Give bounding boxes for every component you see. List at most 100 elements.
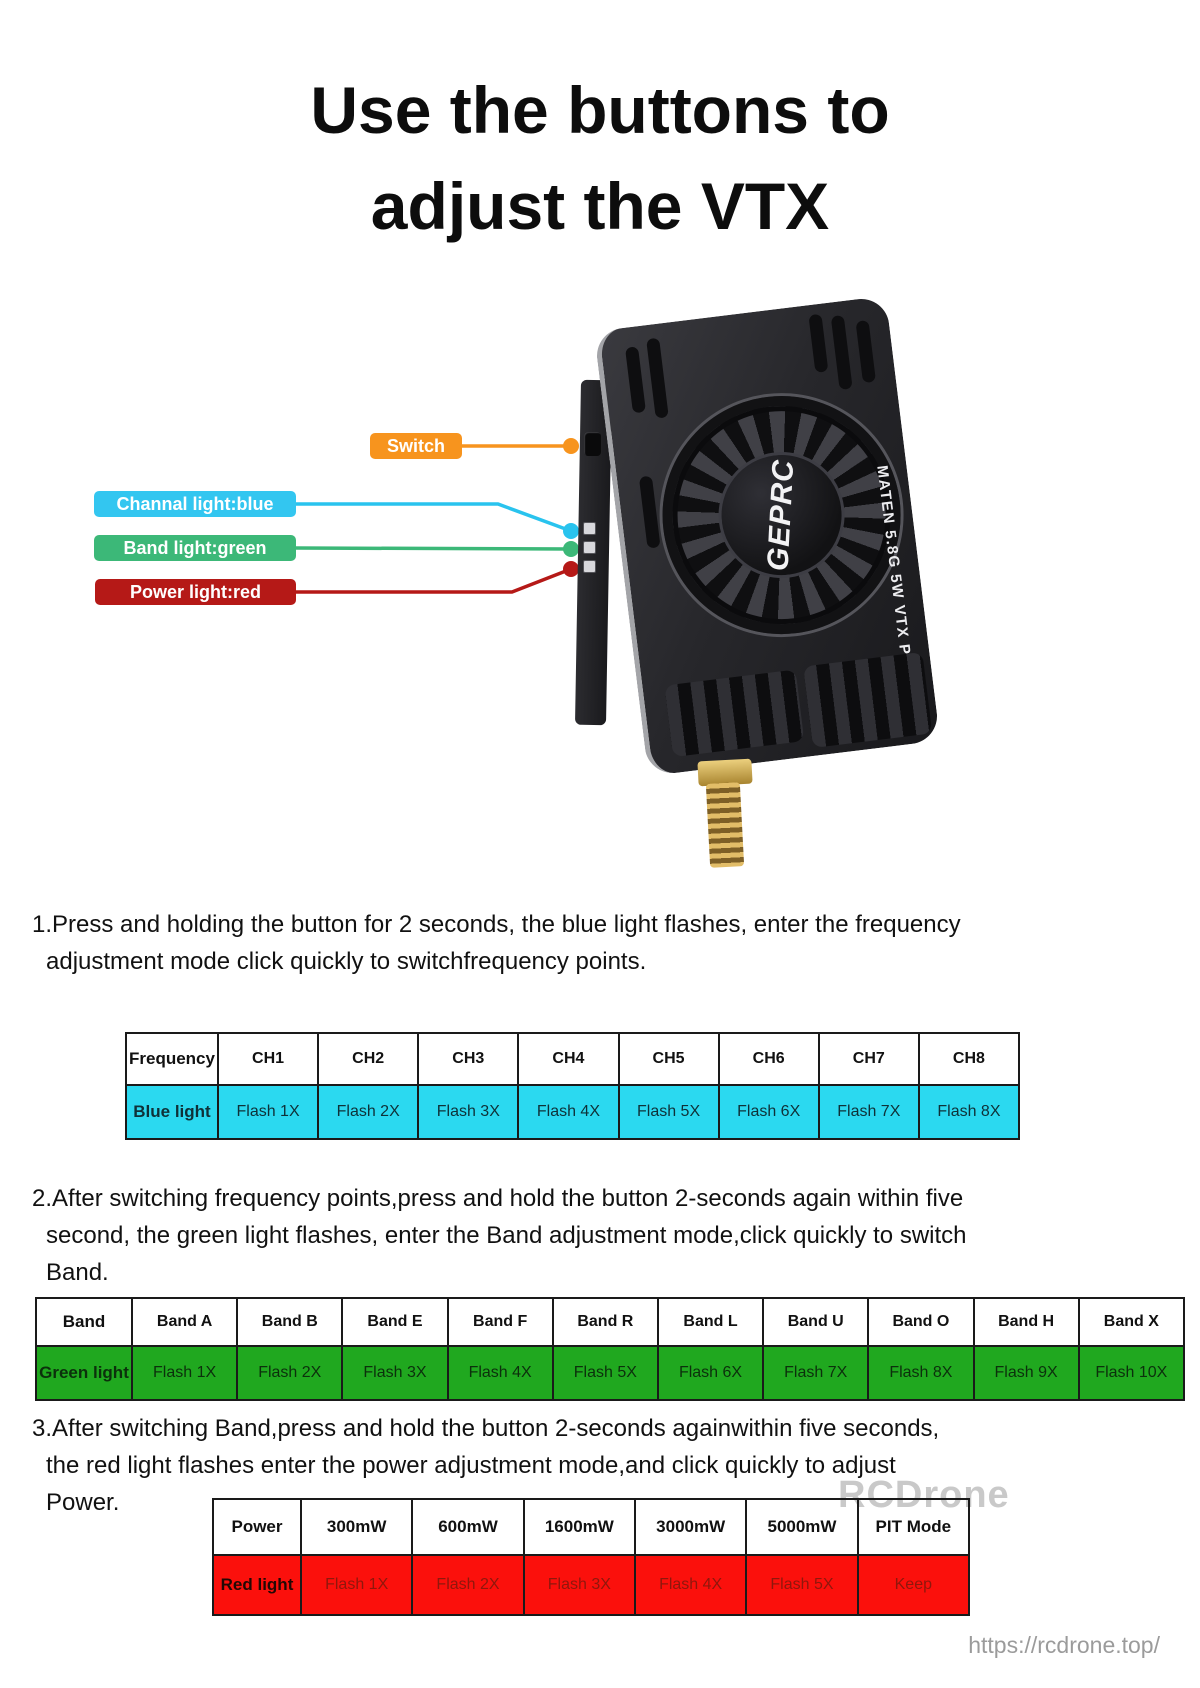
- table-cell: PIT Mode: [856, 1498, 971, 1556]
- table-cell: CH2: [317, 1032, 420, 1086]
- heatsink-slot: [646, 337, 669, 419]
- power-leader-line: [296, 567, 572, 594]
- table-cell: 3000mW: [633, 1498, 748, 1556]
- callout-switch: Switch: [370, 433, 462, 459]
- table-cell: Flash 5X: [745, 1554, 859, 1616]
- callout-power-light: Power light:red: [95, 579, 296, 605]
- table-cell: Band H: [972, 1297, 1080, 1347]
- table-cell: Flash 9X: [972, 1345, 1080, 1401]
- table-cell: CH6: [717, 1032, 820, 1086]
- table-cell: Flash 8X: [867, 1345, 975, 1401]
- table-cell: Flash 8X: [917, 1084, 1021, 1140]
- table-cell: CH3: [417, 1032, 520, 1086]
- table-cell: Flash 5X: [551, 1345, 659, 1401]
- channel-dot: [563, 523, 579, 539]
- heatsink-slot: [830, 315, 853, 391]
- device-switch: [584, 432, 601, 456]
- table-cell: Band X: [1077, 1297, 1186, 1347]
- channel-leader-line: [296, 502, 572, 533]
- table-cell: Flash 2X: [236, 1345, 344, 1401]
- power-dot: [563, 561, 579, 577]
- table-cell: Flash 7X: [817, 1084, 920, 1140]
- table-cell: 600mW: [411, 1498, 525, 1556]
- table-cell: Flash 6X: [717, 1084, 820, 1140]
- table-cell: Flash 3X: [341, 1345, 449, 1401]
- table-cell: Band F: [446, 1297, 554, 1347]
- table-cell: Flash 3X: [417, 1084, 520, 1140]
- band-leader-line: [295, 546, 572, 551]
- table-cell: Band E: [341, 1297, 449, 1347]
- table-cell: Band L: [656, 1297, 765, 1347]
- channel-led: [583, 522, 596, 535]
- footer-url: https://rcdrone.top/: [968, 1632, 1160, 1658]
- band-dot: [563, 541, 579, 557]
- heatsink-slot: [808, 313, 829, 373]
- switch-dot: [563, 438, 579, 454]
- row-label-cell: Red light: [212, 1554, 302, 1616]
- fan-hub: GEPRC: [711, 444, 852, 586]
- table-cell: Flash 10X: [1077, 1345, 1186, 1401]
- table-cell: Flash 4X: [517, 1084, 620, 1140]
- table-cell: Band B: [236, 1297, 344, 1347]
- table-cell: Flash 1X: [299, 1554, 414, 1616]
- table-cell: Flash 7X: [762, 1345, 870, 1401]
- table-cell: CH5: [617, 1032, 720, 1086]
- table-cell: Band R: [551, 1297, 659, 1347]
- table-cell: Flash 2X: [317, 1084, 420, 1140]
- callout-leader-lines: [295, 438, 579, 594]
- table-cell: 1600mW: [522, 1498, 636, 1556]
- instruction-step-3: 3.After switching Band,press and hold th…: [32, 1415, 940, 1516]
- power-led: [583, 560, 596, 573]
- callout-channel-light: Channal light:blue: [94, 491, 296, 517]
- table-cell: Keep: [856, 1554, 971, 1616]
- table-cell: Band A: [130, 1297, 239, 1347]
- table-cell: CH8: [917, 1032, 1021, 1086]
- instruction-step-1: 1.Press and holding the button for 2 sec…: [32, 911, 961, 975]
- table-cell: Flash 3X: [522, 1554, 636, 1616]
- table-cell: Flash 1X: [130, 1345, 239, 1401]
- band-led: [583, 541, 596, 554]
- table-cell: Flash 5X: [617, 1084, 720, 1140]
- heatsink-slot: [625, 346, 646, 414]
- vtx-device-image: GEPRC MATEN 5.8G 5W VTX PRO: [520, 295, 960, 875]
- heatsink-fins: [803, 651, 933, 748]
- instruction-step-2: 2.After switching frequency points,press…: [32, 1185, 967, 1286]
- row-label-cell: Blue light: [125, 1084, 219, 1140]
- cooling-fan: GEPRC: [648, 382, 915, 648]
- table-cell: Flash 4X: [446, 1345, 554, 1401]
- row-label-cell: Power: [212, 1498, 302, 1556]
- table-cell: Band O: [867, 1297, 975, 1347]
- table-cell: Flash 1X: [216, 1084, 320, 1140]
- device-body: GEPRC MATEN 5.8G 5W VTX PRO: [593, 295, 941, 777]
- title-line-2: adjust the VTX: [370, 169, 830, 243]
- sma-connector-thread: [705, 782, 745, 868]
- table-cell: 300mW: [299, 1498, 414, 1556]
- brand-logo: GEPRC: [761, 458, 801, 572]
- heatsink-slot: [638, 475, 661, 549]
- table-cell: 5000mW: [745, 1498, 859, 1556]
- table-cell: CH1: [216, 1032, 320, 1086]
- row-label-cell: Green light: [35, 1345, 133, 1401]
- heatsink-fins: [664, 669, 805, 758]
- table-cell: Flash 4X: [633, 1554, 748, 1616]
- table-cell: CH4: [517, 1032, 620, 1086]
- table-cell: Flash 6X: [656, 1345, 765, 1401]
- row-label-cell: Frequency: [125, 1032, 219, 1086]
- title-line-1: Use the buttons to: [310, 73, 890, 147]
- row-label-cell: Band: [35, 1297, 133, 1347]
- heatsink-slot: [855, 320, 876, 384]
- page-title: Use the buttons to adjust the VTX: [0, 62, 1200, 254]
- table-cell: Flash 2X: [411, 1554, 525, 1616]
- callout-band-light: Band light:green: [94, 535, 296, 561]
- table-cell: Band U: [762, 1297, 870, 1347]
- table-cell: CH7: [817, 1032, 920, 1086]
